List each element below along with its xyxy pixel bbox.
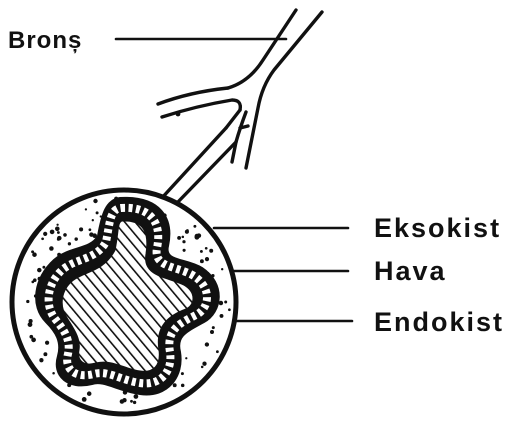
air-dot (31, 250, 34, 253)
air-dot (45, 341, 49, 345)
air-dot (195, 235, 200, 240)
air-dot (57, 236, 62, 241)
air-dot (74, 237, 77, 240)
air-dot (205, 342, 209, 346)
air-dot (193, 225, 196, 228)
air-dot (205, 257, 209, 261)
air-dot (82, 397, 87, 402)
air-dot (220, 314, 224, 318)
air-dot (216, 350, 219, 353)
bronchus-dot (176, 112, 181, 117)
air-dot (41, 237, 44, 240)
label-endocyst: Endokist (374, 307, 504, 337)
air-dot (221, 268, 223, 270)
air-dot (93, 199, 97, 203)
air-dot (228, 308, 231, 311)
air-dot (133, 401, 136, 404)
air-dot (212, 326, 215, 329)
cyst (12, 190, 236, 414)
air-dot (28, 322, 33, 327)
air-dot (89, 232, 93, 236)
air-dot (134, 394, 139, 399)
air-dot (186, 229, 189, 232)
air-dot (183, 249, 186, 252)
air-dot (173, 383, 177, 387)
air-dot (181, 384, 185, 388)
air-dot (57, 231, 60, 234)
air-dot (29, 335, 33, 339)
air-dot (37, 268, 41, 272)
air-dot (43, 232, 47, 236)
air-dot (96, 211, 99, 214)
air-dot (56, 224, 58, 226)
label-air: Hava (374, 256, 447, 286)
air-dot (177, 236, 181, 240)
air-dot (181, 372, 184, 375)
air-dot (200, 250, 203, 253)
air-dot (185, 357, 187, 359)
air-dot (26, 300, 29, 303)
air-dot (52, 372, 55, 375)
air-dot (209, 249, 213, 253)
label-bronchus: Bronș (8, 27, 82, 54)
air-dot (49, 246, 54, 251)
air-dot (182, 236, 185, 239)
air-dot (202, 362, 206, 366)
air-dot (87, 391, 92, 396)
air-dot (210, 330, 214, 334)
air-dot (182, 240, 185, 243)
air-dot (39, 358, 43, 362)
air-dot (85, 208, 87, 210)
air-dot (42, 266, 45, 269)
air-dot (31, 281, 34, 284)
air-dot (63, 233, 67, 237)
label-exocyst: Eksokist (374, 213, 501, 243)
air-dot (68, 242, 71, 245)
air-dot (55, 227, 60, 232)
air-dot (120, 399, 124, 403)
air-dot (50, 230, 55, 235)
air-dot (201, 366, 204, 369)
air-dot (79, 227, 83, 231)
air-dot (205, 247, 208, 250)
air-dot (43, 352, 47, 356)
air-dot (200, 259, 204, 263)
air-dot (92, 219, 94, 221)
air-dot (130, 400, 133, 403)
air-dot (89, 228, 92, 231)
air-dot (224, 301, 227, 304)
